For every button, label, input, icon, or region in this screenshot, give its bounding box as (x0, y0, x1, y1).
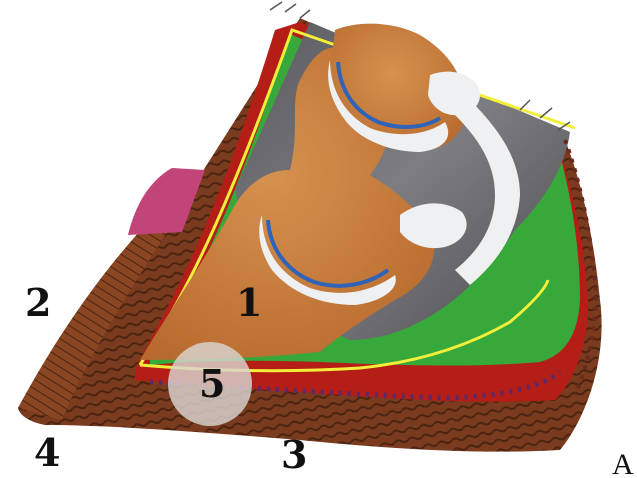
panel-label-a: A (612, 448, 634, 478)
label-4: 4 (34, 430, 60, 475)
label-1: 1 (236, 280, 262, 325)
label-3: 3 (281, 432, 307, 477)
label-5: 5 (199, 361, 225, 406)
label-2: 2 (25, 280, 51, 325)
